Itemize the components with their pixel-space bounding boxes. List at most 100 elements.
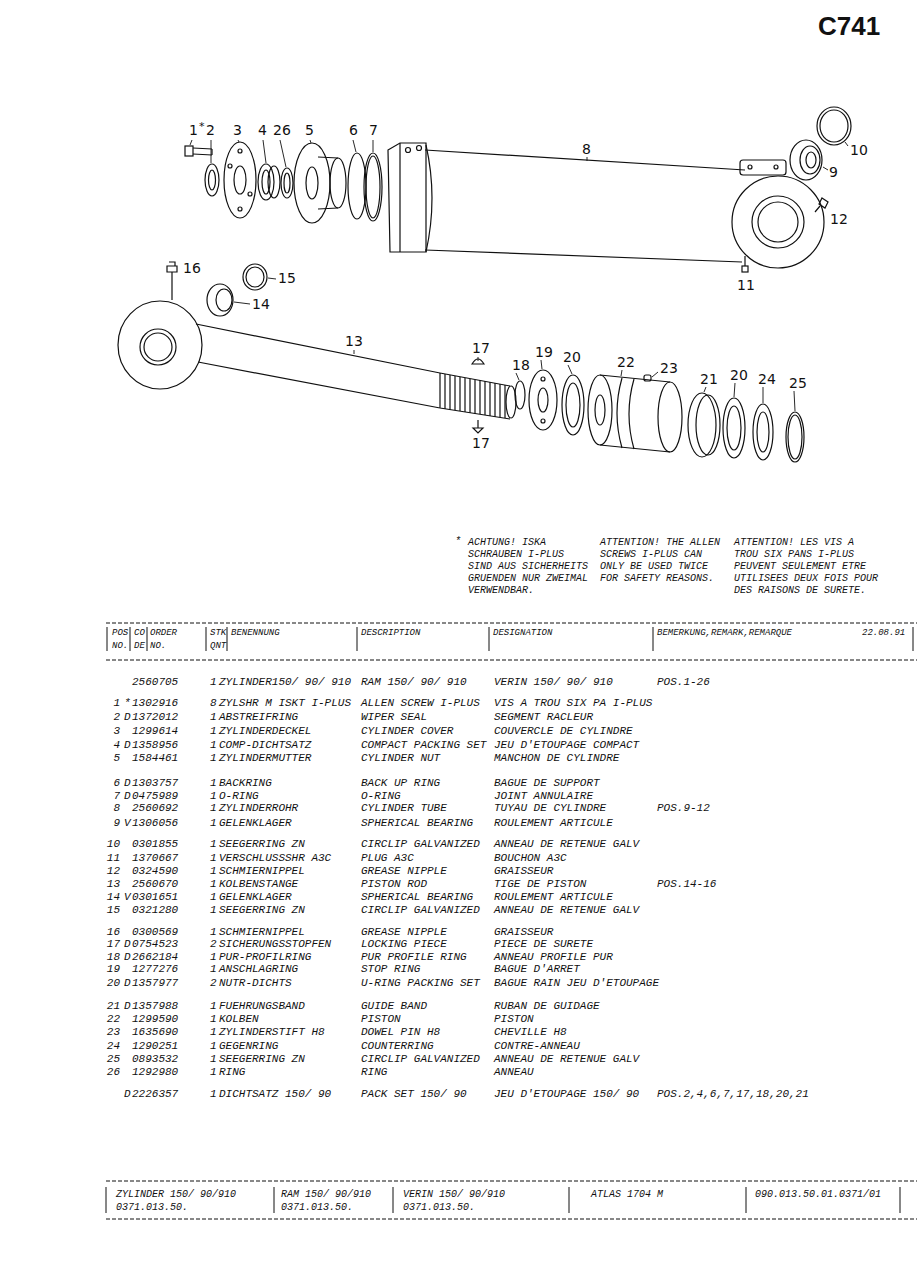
leader-lines <box>190 140 848 411</box>
callout-number: 4 <box>258 123 267 137</box>
french-name: ANNEAU PROFILE PUR <box>494 951 613 963</box>
drawing-line <box>354 142 848 354</box>
callout-number: 18 <box>512 358 530 372</box>
code-letter: D <box>124 977 131 989</box>
code-letter: D <box>124 951 131 963</box>
drawing-line <box>588 375 612 445</box>
page-title: C741 <box>818 12 880 40</box>
quantity: 1 <box>210 1040 217 1052</box>
order-number: 0301855 <box>132 838 178 850</box>
drawing-line <box>740 160 786 175</box>
quantity: 1 <box>210 752 217 764</box>
order-number: 1357988 <box>132 1000 178 1012</box>
drawing-line <box>140 329 176 365</box>
callout-number: 20 <box>563 350 581 364</box>
german-name: ZYLSHR M ISKT I-PLUS <box>219 697 351 709</box>
callout-number: * <box>199 121 205 132</box>
quantity: 1 <box>210 926 217 938</box>
order-number: 0301651 <box>132 891 178 903</box>
german-name: BACKRING <box>219 777 272 789</box>
quantity: 1 <box>210 676 217 688</box>
quantity: 1 <box>210 817 217 829</box>
remark: POS.9-12 <box>657 802 710 814</box>
order-number: 1358956 <box>132 739 178 751</box>
order-number: 2226357 <box>132 1088 178 1100</box>
eye-parts <box>742 107 851 272</box>
drawing-line <box>774 165 778 169</box>
position-number: 13 <box>107 878 120 890</box>
drawing-line <box>238 149 242 153</box>
code-letter: D <box>124 938 131 950</box>
drawing-line <box>193 148 212 155</box>
french-name: BAGUE DE SUPPORT <box>494 777 600 789</box>
footer-cell: 0371.013.50. <box>403 1202 475 1213</box>
table-header: POS <box>112 628 128 638</box>
quantity: 1 <box>210 739 217 751</box>
callout-number: 17 <box>472 341 490 355</box>
english-name: PISTON ROD <box>361 878 427 890</box>
english-name: BACK UP RING <box>361 777 440 789</box>
callout-number: 17 <box>472 436 490 450</box>
piston-rod <box>118 262 804 462</box>
german-name: KOLBEN <box>219 1013 259 1025</box>
german-name: ZYLINDER150/ 90/ 910 <box>219 676 351 688</box>
english-name: COMPACT PACKING SET <box>361 739 486 751</box>
callout-number: 23 <box>660 361 678 375</box>
drawing-line <box>696 395 720 455</box>
german-name: ABSTREIFRING <box>219 711 298 723</box>
callout-number: 7 <box>369 123 378 137</box>
german-name: SICHERUNGSSTOPFEN <box>219 938 331 950</box>
german-name: ZYLINDERDECKEL <box>219 725 311 737</box>
drawing-line <box>600 375 670 452</box>
drawing-line <box>788 415 802 459</box>
position-number: 9 <box>113 817 120 829</box>
position-number: 10 <box>107 838 120 850</box>
german-name: O-RING <box>219 790 259 802</box>
drawing-line <box>364 153 382 221</box>
drawing-line <box>744 256 745 266</box>
callout-number: 1 <box>189 123 198 137</box>
position-number: 6 <box>113 777 120 789</box>
quantity: 1 <box>210 1088 217 1100</box>
table-header: QNT <box>210 641 226 651</box>
english-name: CIRCLIP GALVANIZED <box>361 1053 480 1065</box>
german-name: SCHMIERNIPPEL <box>219 926 305 938</box>
german-name: GELENKLAGER <box>219 891 292 903</box>
german-name: ZYLINDERMUTTER <box>219 752 311 764</box>
german-name: RING <box>219 1066 245 1078</box>
drawing-line <box>107 627 913 651</box>
drawing-line <box>541 419 545 423</box>
french-name: PIECE DE SURETE <box>494 938 593 950</box>
drawing-line <box>281 168 293 198</box>
drawing-line <box>790 140 822 180</box>
drawing-line <box>144 333 172 361</box>
drawing-line <box>318 157 338 209</box>
drawing-line <box>196 324 440 408</box>
quantity: 1 <box>210 852 217 864</box>
quantity: 1 <box>210 838 217 850</box>
order-number: 2560705 <box>132 676 178 688</box>
drawing-line <box>118 301 202 389</box>
german-name: ANSCHLAGRING <box>219 963 298 975</box>
french-name: ROULEMENT ARTICULE <box>494 891 613 903</box>
table-header: DESIGNATION <box>493 628 552 638</box>
callout-number: 5 <box>305 123 314 137</box>
german-name: ZYLINDERSTIFT H8 <box>219 1026 325 1038</box>
german-name: SCHMIERNIPPEL <box>219 865 305 877</box>
order-number: 0321280 <box>132 904 178 916</box>
drawing-line <box>658 382 682 452</box>
german-name: PUR-PROFILRING <box>219 951 311 963</box>
drawing-line <box>757 412 769 452</box>
note-marker: * <box>455 536 461 548</box>
drawing-line <box>238 207 242 211</box>
french-name: JEU D'ETOUPAGE COMPACT <box>494 739 639 751</box>
quantity: 1 <box>210 725 217 737</box>
order-number: 1277276 <box>132 963 178 975</box>
english-name: RING <box>361 1066 387 1078</box>
drawing-line <box>366 156 380 218</box>
english-name: U-RING PACKING SET <box>361 977 480 989</box>
drawing-line <box>786 412 804 462</box>
french-name: TIGE DE PISTON <box>494 878 586 890</box>
french-name: TUYAU DE CYLINDRE <box>494 802 606 814</box>
